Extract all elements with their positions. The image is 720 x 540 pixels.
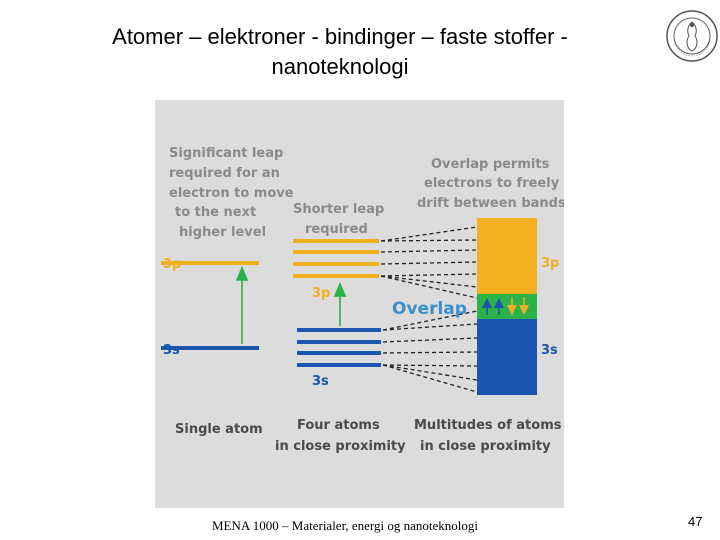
label-3s-mid: 3s: [312, 374, 329, 389]
dashed-connector-lines: [380, 226, 478, 393]
four-atoms-3p-level-3: [293, 262, 379, 266]
single-atom-note-line-5: higher level: [179, 225, 266, 240]
transition-arrows: [235, 265, 347, 344]
label-3s-left: 3s: [163, 343, 180, 358]
dashed-line: [382, 310, 478, 331]
multitude-note: Overlap permits electrons to freely drif…: [417, 157, 564, 211]
four-atoms-3p-level-1: [293, 239, 379, 243]
dashed-line: [380, 261, 478, 265]
four-atoms-3s-level-3: [297, 351, 381, 355]
dashed-line: [382, 364, 478, 393]
multitude-note-line-1: Overlap permits: [431, 157, 550, 172]
four-atoms-3s-level-1: [297, 328, 381, 332]
electron-down-arrow-2: [519, 305, 529, 315]
label-3p-left: 3p: [163, 257, 181, 272]
four-atoms-3p-level-2: [293, 250, 379, 254]
label-3p-right: 3p: [541, 256, 559, 271]
four-atoms-note: Shorter leap required: [293, 202, 384, 237]
caption-four-atoms-line-1: Four atoms: [297, 418, 380, 433]
dashed-line: [380, 239, 478, 242]
caption-multitude-line-1: Multitudes of atoms: [414, 418, 562, 433]
multitude-note-line-3: drift between bands: [417, 196, 564, 211]
single-atom-3p-level: [161, 261, 259, 265]
single-atom-note-line-3: electron to move: [169, 186, 294, 201]
four-atoms-note-line-2: required: [305, 222, 368, 237]
dashed-line: [380, 249, 478, 253]
four-atoms-3p-levels: [293, 239, 379, 278]
caption-four-atoms-line-2: in close proximity: [275, 439, 406, 454]
caption-multitude-line-2: in close proximity: [420, 439, 551, 454]
four-atoms-3s-levels: [297, 328, 381, 367]
page-number: 47: [688, 514, 703, 529]
dashed-line: [382, 337, 478, 343]
electron-up-arrow-2: [494, 298, 504, 308]
energy-band-diagram: Significant leap required for an electro…: [155, 100, 564, 508]
dashed-line: [380, 275, 478, 288]
slide-title: Atomer – elektroner - bindinger – faste …: [112, 24, 568, 79]
label-3p-mid: 3p: [312, 286, 330, 301]
single-atom-note-line-2: required for an: [169, 166, 280, 181]
dashed-line: [382, 351, 478, 354]
dashed-line: [382, 364, 478, 367]
caption-single-atom: Single atom: [175, 422, 263, 437]
3s-band: [477, 319, 537, 395]
electron-down-arrow-1: [507, 305, 517, 315]
single-atom-note: Significant leap required for an electro…: [169, 146, 294, 240]
label-3s-right: 3s: [541, 343, 558, 358]
dashed-line: [382, 364, 478, 381]
four-atoms-leap-arrowhead: [333, 281, 347, 297]
single-atom-leap-arrowhead: [235, 265, 249, 281]
3p-band: [477, 218, 537, 294]
multitude-note-line-2: electrons to freely: [424, 176, 560, 191]
four-atoms-3p-level-4: [293, 274, 379, 278]
single-atom-note-line-1: Significant leap: [169, 146, 283, 161]
four-atoms-3s-level-2: [297, 340, 381, 344]
single-atom-note-line-4: to the next: [175, 205, 256, 220]
electron-up-arrow-1: [482, 298, 492, 308]
slide-footer: MENA 1000 – Materialer, energi og nanote…: [211, 518, 479, 533]
single-atom-3s-level: [161, 346, 259, 350]
dashed-line: [380, 275, 478, 299]
four-atoms-3s-level-4: [297, 363, 381, 367]
university-seal-logo: [666, 10, 718, 62]
overlap-label: Overlap: [392, 299, 467, 319]
dashed-line: [382, 323, 478, 331]
dashed-line: [380, 273, 478, 277]
four-atoms-note-line-1: Shorter leap: [293, 202, 384, 217]
dashed-line: [380, 226, 478, 242]
electron-arrows: [482, 297, 529, 315]
